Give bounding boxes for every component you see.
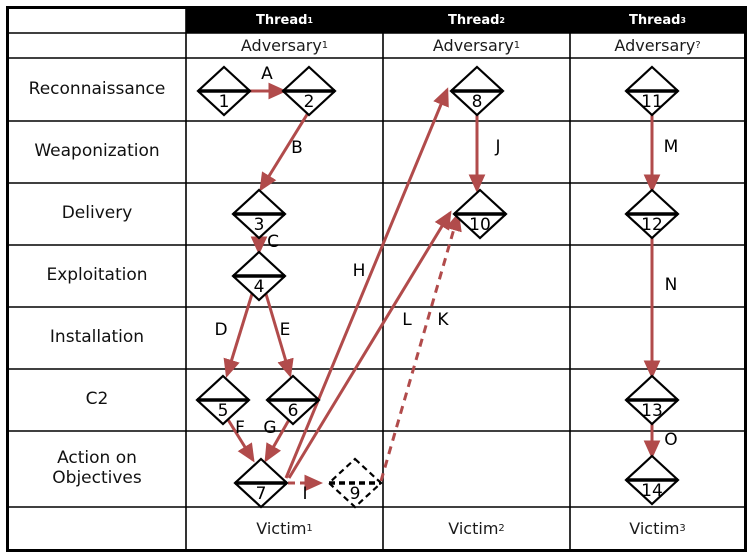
node-label-2: 2 (303, 92, 315, 112)
victim-3-label: Victim (629, 518, 680, 538)
victim-2-sub: 2 (498, 522, 505, 534)
adversary-3-sub: ? (695, 40, 701, 51)
node-label-12: 12 (641, 215, 663, 235)
node-label-6: 6 (287, 401, 299, 421)
table-outer-border (6, 6, 747, 552)
edge-label-O: O (664, 430, 678, 450)
stage-label-exploitation: Exploitation (8, 245, 186, 307)
node-label-8: 8 (471, 92, 483, 112)
stage-text-5: C2 (85, 389, 109, 410)
edge-label-J: J (495, 137, 501, 157)
stage-text-6: Action on Objectives (52, 448, 142, 488)
thread-2-sub: 2 (499, 16, 506, 25)
node-label-10: 10 (469, 215, 491, 235)
edge-label-B: B (291, 138, 303, 158)
stage-label-reconnaissance: Reconnaissance (8, 58, 186, 121)
node-label-7: 7 (255, 484, 267, 504)
stage-text-1: Weaponization (34, 141, 160, 162)
stage-label-weaponization: Weaponization (8, 121, 186, 183)
edge-label-C: C (267, 232, 279, 252)
stage-label-action-on-objectives: Action on Objectives (8, 431, 186, 507)
node-label-3: 3 (253, 215, 265, 235)
node-label-13: 13 (641, 401, 663, 421)
victim-1-sub: 1 (306, 522, 313, 534)
node-label-1: 1 (218, 92, 230, 112)
node-label-11: 11 (641, 92, 663, 112)
adversary-1-sub: 1 (321, 40, 329, 51)
node-label-9: 9 (349, 484, 361, 504)
edge-label-M: M (663, 137, 679, 157)
node-label-4: 4 (253, 277, 265, 297)
adversary-1-label: Adversary (240, 36, 322, 55)
edge-label-L: L (402, 310, 412, 330)
edge-label-E: E (279, 320, 291, 340)
edge-label-G: G (263, 418, 277, 438)
victim-1-label: Victim (256, 518, 307, 538)
thread-1-sub: 1 (307, 16, 314, 25)
adversary-2-label: Adversary (432, 36, 514, 55)
stage-label-c2: C2 (8, 369, 186, 431)
adversary-2-sub: 1 (513, 40, 521, 51)
edge-label-A: A (261, 64, 273, 84)
stage-text-3: Exploitation (46, 265, 148, 286)
thread-3-sub: 3 (680, 16, 687, 25)
thread-1-label: Thread (255, 13, 308, 28)
stage-text-4: Installation (49, 327, 145, 348)
node-label-5: 5 (217, 401, 229, 421)
edge-label-N: N (664, 275, 678, 295)
edge-label-I: I (302, 484, 308, 504)
stage-text-0: Reconnaissance (28, 78, 166, 99)
thread-2-label: Thread (447, 13, 500, 28)
victim-2-label: Victim (448, 518, 499, 538)
stage-text-2: Delivery (61, 203, 133, 224)
adversary-cell-3: Adversary? (570, 33, 745, 58)
node-label-14: 14 (641, 481, 663, 501)
edge-label-F: F (235, 418, 245, 438)
stage-label-installation: Installation (8, 307, 186, 369)
stage-label-delivery: Delivery (8, 183, 186, 245)
victim-3-sub: 3 (679, 522, 686, 534)
adversary-3-label: Adversary (614, 36, 696, 55)
thread-3-label: Thread (628, 13, 681, 28)
edge-label-K: K (437, 310, 449, 330)
edge-label-H: H (352, 261, 366, 281)
edge-label-D: D (214, 320, 228, 340)
